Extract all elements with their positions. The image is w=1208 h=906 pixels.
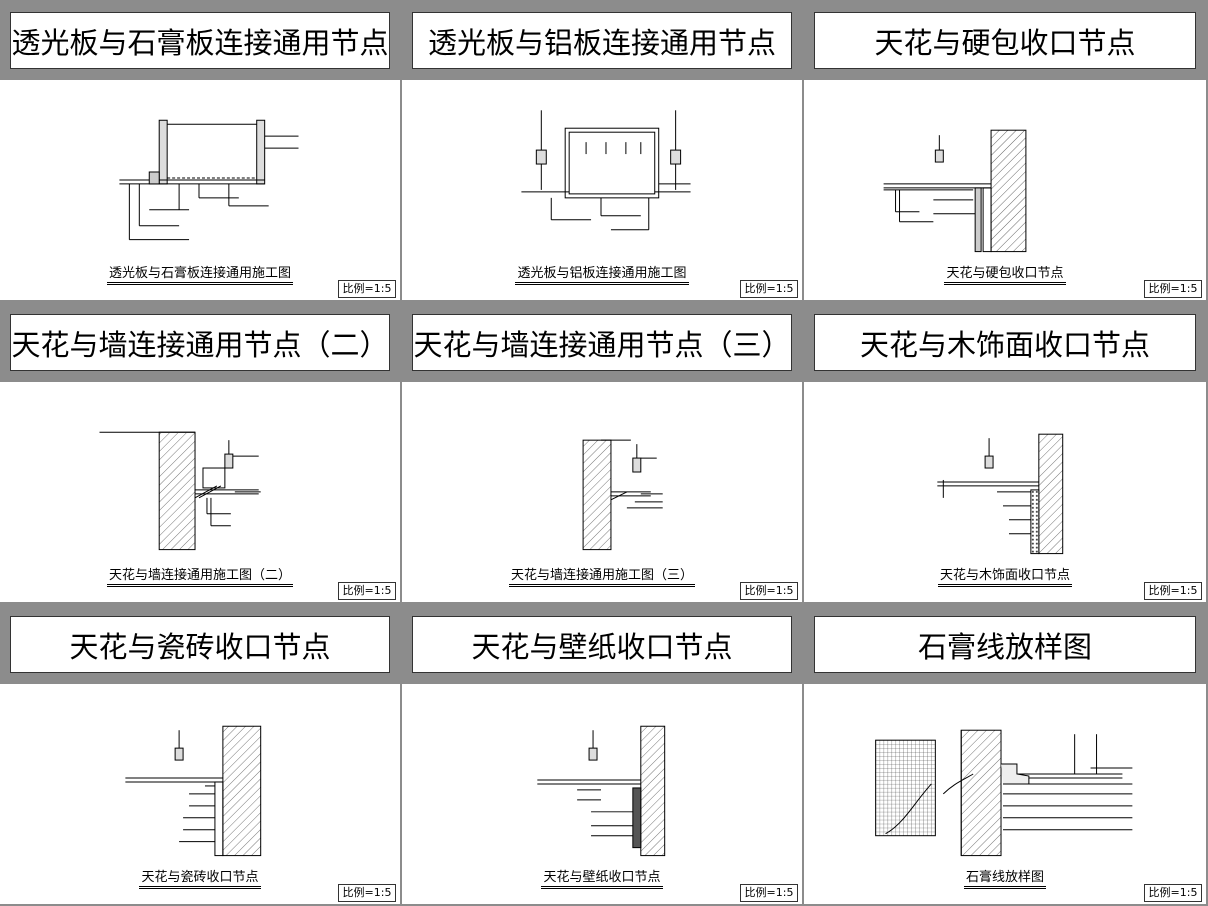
title-band: 透光板与铝板连接通用节点 bbox=[402, 0, 802, 80]
drawing-caption: 天花与墙连接通用施工图（三） bbox=[402, 564, 802, 587]
section-drawing bbox=[521, 110, 691, 231]
detail-title: 石膏线放样图 bbox=[814, 616, 1196, 673]
drawing-caption: 透光板与铝板连接通用施工图 bbox=[402, 262, 802, 285]
drawing-caption: 透光板与石膏板连接通用施工图 bbox=[0, 262, 400, 285]
detail-cell-5: 天花与墙连接通用节点（三） 天花与墙连接通用施工图 bbox=[402, 302, 804, 604]
detail-cell-8: 天花与壁纸收口节点 天花与壁纸收口节点 比 bbox=[402, 604, 804, 906]
title-band: 天花与墙连接通用节点（二） bbox=[0, 302, 400, 382]
title-band: 透光板与石膏板连接通用节点 bbox=[0, 0, 400, 80]
detail-cell-1: 透光板与石膏板连接通用节点 bbox=[0, 0, 402, 302]
detail-title: 天花与木饰面收口节点 bbox=[814, 314, 1196, 371]
scale-label: 比例=1:5 bbox=[740, 582, 798, 600]
detail-title: 透光板与铝板连接通用节点 bbox=[412, 12, 792, 69]
title-band: 天花与墙连接通用节点（三） bbox=[402, 302, 802, 382]
scale-label: 比例=1:5 bbox=[338, 884, 396, 902]
detail-cell-2: 透光板与铝板连接通用节点 bbox=[402, 0, 804, 302]
drawing-caption: 天花与硬包收口节点 bbox=[804, 262, 1206, 285]
section-drawing bbox=[582, 439, 663, 551]
title-band: 石膏线放样图 bbox=[804, 604, 1206, 684]
scale-label: 比例=1:5 bbox=[338, 280, 396, 298]
drawing-caption: 天花与墙连接通用施工图（二） bbox=[0, 564, 400, 587]
section-drawing bbox=[119, 119, 299, 241]
drawing-caption: 天花与木饰面收口节点 bbox=[804, 564, 1206, 587]
detail-cell-9: 石膏线放样图 bbox=[804, 604, 1208, 906]
detail-cell-6: 天花与木饰面收口节点 bbox=[804, 302, 1208, 604]
scale-label: 比例=1:5 bbox=[740, 884, 798, 902]
scale-label: 比例=1:5 bbox=[338, 582, 396, 600]
detail-title: 天花与墙连接通用节点（三） bbox=[412, 314, 792, 371]
section-drawing bbox=[537, 725, 666, 857]
scale-label: 比例=1:5 bbox=[740, 280, 798, 298]
detail-title: 透光板与石膏板连接通用节点 bbox=[10, 12, 390, 69]
detail-title: 天花与墙连接通用节点（二） bbox=[10, 314, 390, 371]
detail-title: 天花与硬包收口节点 bbox=[814, 12, 1196, 69]
drawing-caption: 天花与瓷砖收口节点 bbox=[0, 866, 400, 889]
drawing-caption: 石膏线放样图 bbox=[804, 866, 1206, 889]
section-drawing bbox=[99, 431, 261, 551]
detail-cell-3: 天花与硬包收口节点 bbox=[804, 0, 1208, 302]
title-band: 天花与木饰面收口节点 bbox=[804, 302, 1206, 382]
section-drawing bbox=[937, 433, 1064, 555]
detail-cell-4: 天花与墙连接通用节点（二） bbox=[0, 302, 402, 604]
scale-label: 比例=1:5 bbox=[1144, 582, 1202, 600]
detail-title: 天花与瓷砖收口节点 bbox=[10, 616, 390, 673]
scale-label: 比例=1:5 bbox=[1144, 884, 1202, 902]
section-drawing bbox=[125, 725, 262, 857]
detail-cell-7: 天花与瓷砖收口节点 天花与瓷砖收 bbox=[0, 604, 402, 906]
title-band: 天花与壁纸收口节点 bbox=[402, 604, 802, 684]
title-band: 天花与硬包收口节点 bbox=[804, 0, 1206, 80]
section-drawing bbox=[875, 729, 1133, 857]
title-band: 天花与瓷砖收口节点 bbox=[0, 604, 400, 684]
section-drawing bbox=[883, 129, 1027, 253]
detail-title: 天花与壁纸收口节点 bbox=[412, 616, 792, 673]
drawing-caption: 天花与壁纸收口节点 bbox=[402, 866, 802, 889]
scale-label: 比例=1:5 bbox=[1144, 280, 1202, 298]
